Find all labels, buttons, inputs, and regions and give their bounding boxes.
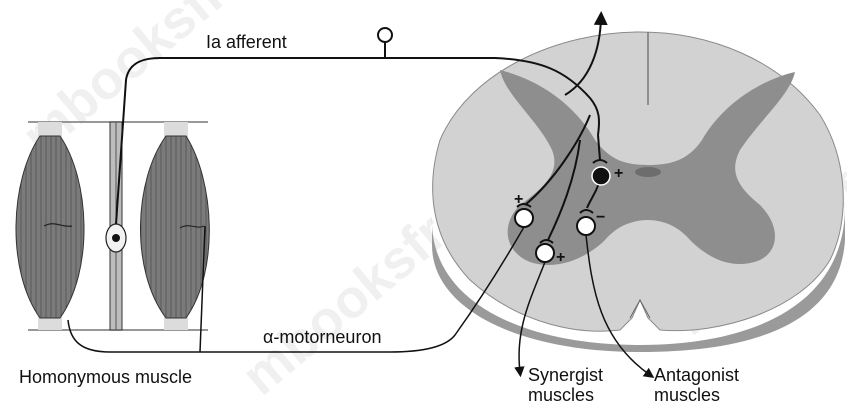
alpha-motoneuron-synergist	[535, 243, 555, 263]
spinal-cord	[431, 31, 846, 352]
label-antagonist-line2: muscles	[654, 385, 721, 405]
terminal-synergist	[539, 239, 554, 244]
label-antagonist-muscles: Antagonist muscles	[654, 365, 739, 405]
spindle-nucleus	[112, 234, 120, 242]
branch-to-motoneuron	[524, 114, 591, 206]
nerve-branch-left	[43, 223, 73, 227]
label-homonymous-muscle: Homonymous muscle	[19, 367, 193, 387]
sign-interneuron: +	[614, 165, 623, 182]
antagonist-axon	[585, 234, 655, 379]
label-ia-afferent: Ia afferent	[206, 32, 287, 52]
central-canal	[635, 167, 661, 177]
muscle-belly-right	[140, 135, 210, 319]
label-synergist-line2: muscles	[528, 385, 595, 405]
ia-afferent-fiber	[115, 11, 608, 241]
alpha-motoneuron-antagonist	[576, 216, 596, 236]
label-synergist-line1: Synergist	[528, 365, 604, 385]
dorsal-root-ganglion	[377, 27, 393, 43]
ventral-fissure	[629, 298, 651, 319]
nerve-branch-right	[179, 225, 205, 229]
sign-motoneuron: +	[514, 191, 523, 208]
label-alpha-motorneuron: α-motorneuron	[263, 327, 382, 347]
synergist-axon	[514, 261, 546, 378]
alpha-motoneuron-homonymous	[514, 208, 534, 228]
alpha-motorneuron-axon	[67, 226, 525, 353]
synapse-terminals	[516, 159, 608, 244]
axon-to-muscle-right	[199, 225, 206, 353]
label-antagonist-line1: Antagonist	[654, 365, 740, 385]
branch-to-interneuron	[597, 134, 601, 161]
muscle-belly-left	[15, 135, 85, 319]
ascending-branch	[564, 11, 608, 96]
label-synergist-muscles: Synergist muscles	[528, 365, 603, 405]
branch-to-synergist	[547, 139, 581, 241]
inhibitory-interneuron	[591, 166, 611, 186]
sign-antagonist: −	[596, 209, 605, 226]
terminal-interneuron	[592, 159, 608, 164]
terminal-antagonist	[579, 209, 594, 214]
sign-synergist: +	[556, 249, 565, 266]
efferent-axons	[67, 225, 655, 379]
homonymous-muscle	[15, 121, 210, 331]
ia-afferent-path	[115, 57, 600, 225]
terminal-motoneuron	[516, 203, 532, 208]
